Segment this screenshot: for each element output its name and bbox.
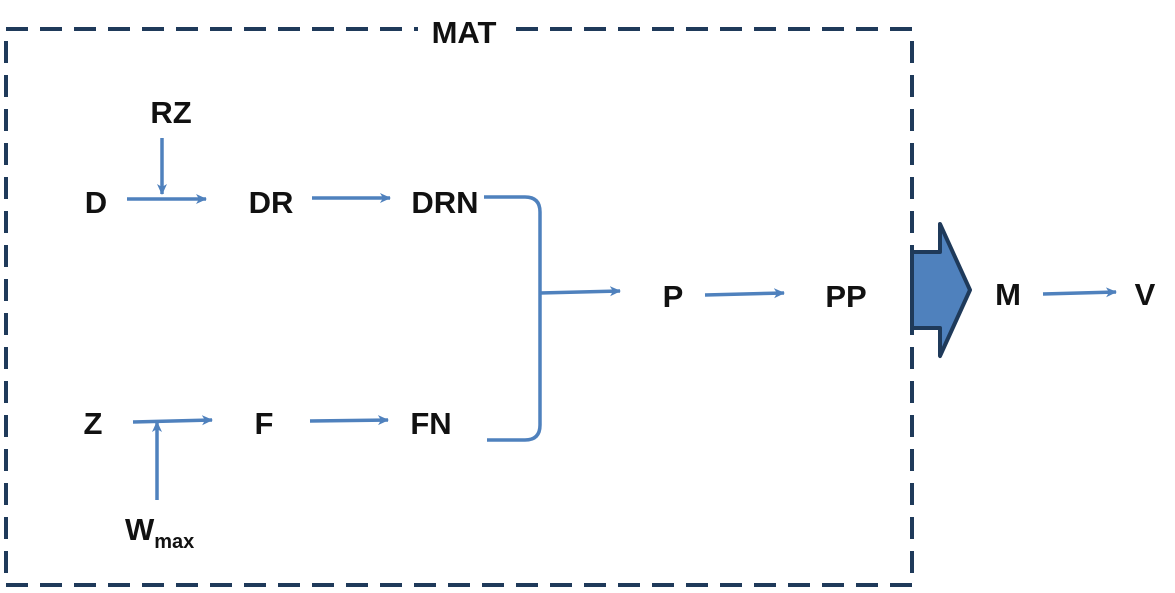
node-pp: PP	[825, 279, 866, 314]
node-p: P	[663, 279, 684, 314]
output-block-arrow	[910, 222, 972, 358]
node-rz: RZ	[150, 95, 191, 130]
mat-boundary	[4, 27, 914, 587]
node-d: D	[85, 185, 107, 220]
mat-title: MAT	[432, 15, 497, 50]
node-m: M	[995, 277, 1021, 312]
node-fn: FN	[410, 406, 451, 441]
node-drn: DRN	[411, 185, 478, 220]
node-wmax: Wmax	[125, 512, 194, 553]
mat-title-background	[418, 14, 510, 46]
arrow-z-to-f	[132, 415, 213, 426]
node-dr: DR	[249, 185, 294, 220]
node-v: V	[1135, 277, 1156, 312]
merge-bracket	[484, 195, 542, 442]
arrows	[127, 138, 1117, 500]
node-wmax-main: W	[125, 512, 155, 547]
node-wmax-subscript: max	[154, 531, 194, 553]
node-f: F	[255, 406, 274, 441]
node-z: Z	[84, 406, 103, 441]
arrow-m-to-v	[1042, 287, 1117, 298]
arrow-merge-to-p	[539, 286, 621, 297]
arrow-f-to-fn	[309, 415, 389, 426]
arrow-p-to-pp	[704, 288, 785, 299]
